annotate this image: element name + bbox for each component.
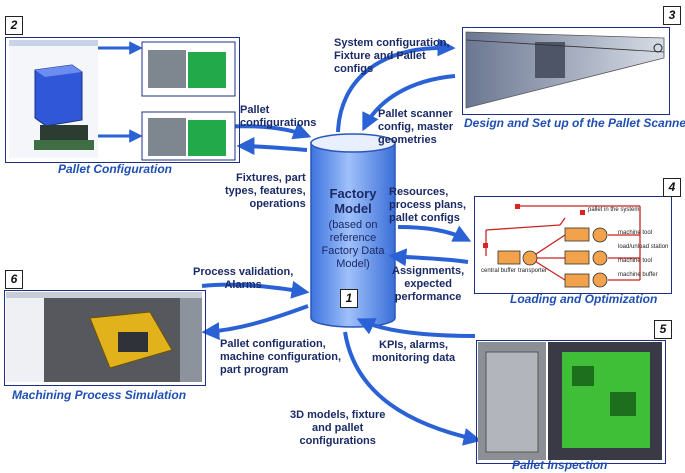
- label-central-buffer: central buffer: [481, 268, 516, 274]
- pallet-inspection-drawing: [478, 342, 662, 460]
- label-kpis: KPIs, alarms,monitoring data: [372, 339, 456, 364]
- loading-network-drawing: [483, 204, 641, 288]
- badge-factory-model: 1: [340, 289, 358, 308]
- caption-pallet-scanner: Design and Set up of the Pallet Scanner: [464, 116, 685, 130]
- label-machine-tool-2: machine tool: [618, 258, 653, 264]
- arrow-resources: [397, 225, 472, 242]
- factory-model-subtitle-line: Model): [336, 258, 370, 270]
- machining-simulation-drawing: [6, 292, 202, 382]
- badge-panel-5: 5: [654, 320, 672, 339]
- badge-panel-3: 3: [663, 6, 681, 25]
- arrow-process-validation: [201, 280, 310, 299]
- label-load-unload: load/unload station: [618, 244, 669, 250]
- flow-arrows: [98, 38, 482, 446]
- label-machine-tool-1: machine tool: [618, 230, 653, 236]
- factory-model-subtitle-line: Factory Data: [321, 245, 385, 257]
- arrow-system-config: [336, 38, 456, 133]
- pallet-scanner-drawing: [465, 31, 665, 109]
- panel-machining-simulation: [4, 290, 206, 386]
- caption-loading-optimization: Loading and Optimization: [510, 292, 658, 306]
- caption-pallet-inspection: Pallet Inspection: [512, 458, 608, 472]
- panel-loading-optimization: [474, 196, 672, 294]
- factory-model-subtitle-line: (based on: [328, 219, 378, 231]
- factory-model-title-line: Model: [334, 201, 372, 216]
- arrow-assignments: [388, 248, 469, 267]
- factory-model-subtitle: (based on reference Factory Data Model): [311, 219, 395, 271]
- badge-panel-2: 2: [5, 16, 23, 35]
- factory-model-cylinder[interactable]: [310, 133, 396, 328]
- arrow-scanner-config: [362, 74, 456, 132]
- caption-pallet-configuration: Pallet Configuration: [58, 162, 172, 176]
- panel-pallet-scanner: [462, 27, 670, 115]
- caption-machining-simulation: Machining Process Simulation: [12, 388, 187, 402]
- arrow-models-3d: [343, 331, 482, 446]
- badge-panel-6: 6: [5, 270, 23, 289]
- label-resources: Resources,process plans,pallet configs: [389, 186, 467, 224]
- arrow-kpis: [356, 318, 476, 338]
- arrow-machine-config: [201, 304, 309, 341]
- factory-model-subtitle-line: reference: [329, 232, 377, 244]
- label-pallet-in-system: pallet in the system: [588, 207, 640, 213]
- label-machine-config: Pallet configuration,machine configurati…: [220, 338, 342, 376]
- label-process-validation: Process validation,Alarms: [193, 266, 294, 291]
- pallet-configuration-drawing: [9, 40, 236, 161]
- panel-pallet-inspection: [476, 340, 666, 464]
- label-machine-buffer: machine buffer: [618, 272, 658, 278]
- label-transporter: transporter: [518, 268, 548, 274]
- panel-pallet-configuration: [5, 37, 240, 163]
- factory-model-title-line: Factory: [329, 186, 377, 201]
- arrow-fixtures: [236, 137, 308, 156]
- factory-model-title: Factory Model: [311, 186, 395, 216]
- badge-panel-4: 4: [663, 178, 681, 197]
